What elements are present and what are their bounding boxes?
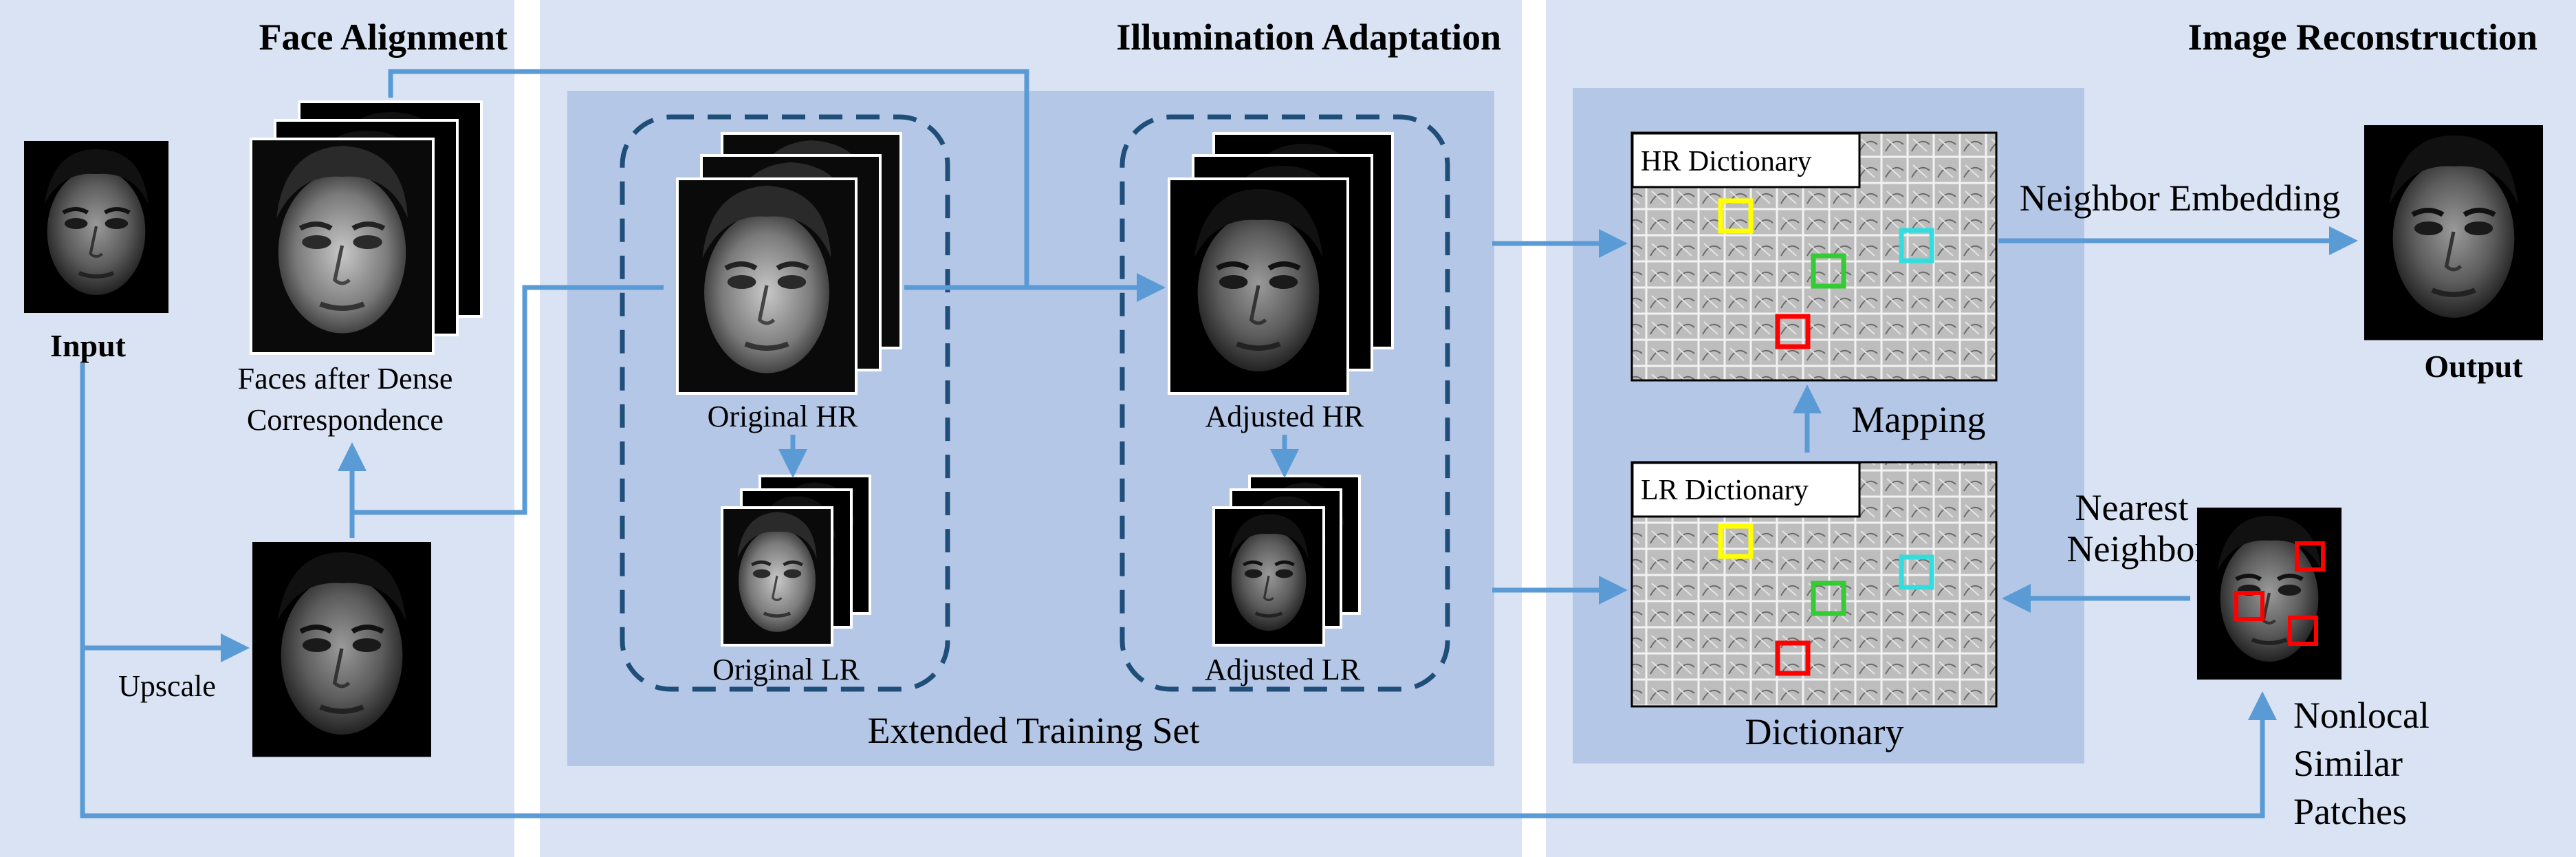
upscaled-face-image (252, 542, 431, 757)
illumination-adaptation-title: Illumination Adaptation (1116, 17, 1501, 58)
lr-patch-red (1775, 640, 1811, 676)
lr-patch-green (1811, 581, 1846, 616)
hr-dictionary-image (1630, 131, 1998, 382)
faces-after-dense-label-line1: Faces after Dense (238, 362, 453, 395)
image-reconstruction-title: Image Reconstruction (2188, 17, 2537, 58)
faces-after-dense-label-line2: Correspondence (247, 403, 444, 437)
input-face-image (24, 141, 168, 313)
hr-dictionary-label: HR Dictionary (1641, 146, 1811, 177)
input-face-patches (2197, 508, 2342, 680)
upscale-to-training-arrow (352, 285, 664, 515)
face-alignment-title: Face Alignment (259, 17, 507, 58)
aligned-to-adjusted-arrow (388, 69, 1029, 288)
dictionary-label: Dictionary (1745, 711, 1904, 752)
adjusted-hr-stack (1169, 133, 1393, 394)
extended-training-set-label: Extended Training Set (868, 710, 1200, 751)
original-lr-label: Original LR (712, 653, 860, 686)
lr-patch-yellow (1718, 523, 1754, 559)
mapping-label: Mapping (1852, 399, 1986, 440)
nonlocal-label-line1: Nonlocal (2293, 695, 2430, 736)
original-hr-label: Original HR (708, 400, 858, 433)
input-patch-3 (2288, 616, 2318, 646)
upscale-label: Upscale (118, 669, 216, 703)
adjusted-hr-label: Adjusted HR (1205, 400, 1365, 433)
input-label: Input (50, 328, 127, 363)
output-label: Output (2424, 349, 2523, 384)
nearest-neighbors-label-line2: Neighbors (2067, 528, 2222, 569)
neighbor-embedding-label: Neighbor Embedding (2020, 177, 2340, 219)
original-lr-stack (722, 476, 870, 645)
adjusted-set-dashed-group (1120, 114, 1450, 692)
input-to-nonlocal-patches-arrow (80, 648, 2277, 818)
adjusted-lr-stack (1214, 476, 1360, 645)
input-patch-1 (2295, 541, 2325, 572)
hr-patch-yellow (1718, 198, 1754, 234)
lr-dictionary-image (1630, 461, 1998, 708)
hr-patch-green (1811, 253, 1846, 289)
lr-dictionary-label: LR Dictionary (1641, 475, 1809, 506)
hr-patch-cyan (1899, 228, 1934, 263)
input-patch-2 (2234, 591, 2264, 621)
original-hr-stack (677, 133, 901, 394)
hr-patch-red (1775, 314, 1811, 349)
nearest-neighbors-label-line1: Nearest (2075, 487, 2189, 528)
aligned-faces-stack (251, 102, 481, 354)
lr-patch-cyan (1899, 554, 1934, 590)
original-set-dashed-group (620, 114, 950, 692)
nonlocal-label-line3: Patches (2293, 791, 2407, 832)
adjusted-lr-label: Adjusted LR (1205, 653, 1361, 686)
output-face-image (2364, 125, 2543, 340)
nonlocal-label-line2: Similar (2293, 743, 2403, 784)
